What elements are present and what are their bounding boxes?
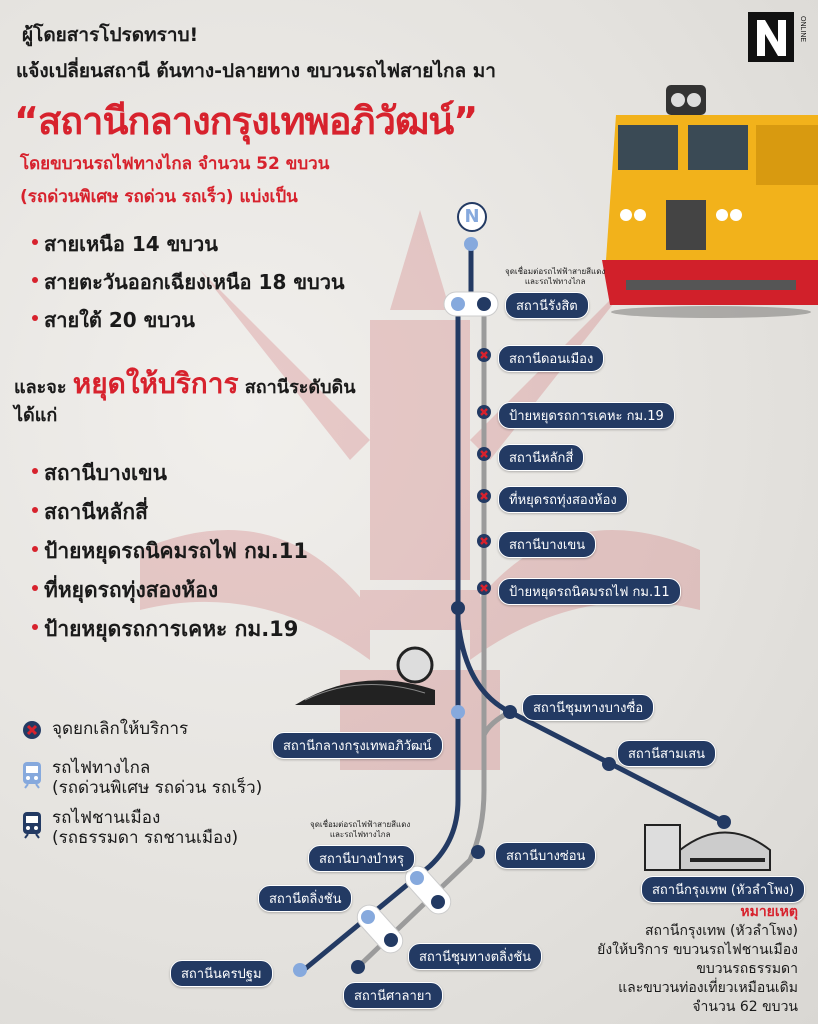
station-label-bang-son[interactable]: สถานีบางซ่อน bbox=[495, 842, 597, 869]
notice-line2: ได้แก่ bbox=[14, 405, 58, 426]
station-label-bang-khen[interactable]: สถานีบางเขน bbox=[498, 531, 597, 558]
cancelled-x-icon bbox=[23, 721, 41, 739]
notice-prefix: และจะ bbox=[14, 377, 67, 398]
cancelled-stop-markers bbox=[477, 348, 491, 595]
station-label-bang-sue-junction[interactable]: สถานีชุมทางบางซื่อ bbox=[522, 694, 655, 721]
station-label-rangsit[interactable]: สถานีรังสิต bbox=[505, 292, 589, 319]
closed-station-item: ที่หยุดรถทุ่งสองห้อง bbox=[31, 574, 218, 607]
remark-line: ขบวนรถธรรมดา bbox=[696, 961, 798, 977]
notice-suffix: สถานีระดับดิน bbox=[244, 377, 356, 398]
route-item: สายตะวันออกเฉียงเหนือ 18 ขบวน bbox=[32, 266, 345, 298]
remark-title: หมายเหตุ bbox=[740, 904, 798, 920]
station-label-taling-chan-junction[interactable]: สถานีชุมทางตลิ่งชัน bbox=[408, 943, 543, 970]
n-online-logo: ONLINE bbox=[748, 12, 806, 62]
long-distance-train-icon bbox=[23, 762, 41, 789]
commuter-line-gray bbox=[355, 301, 487, 970]
legend-long-distance-sub: (รถด่วนพิเศษ รถด่วน รถเร็ว) bbox=[52, 778, 263, 798]
station-label-km19[interactable]: ป้ายหยุดรถการเคหะ กม.19 bbox=[498, 402, 675, 429]
commuter-train-icon bbox=[23, 812, 41, 839]
note-line: และรถไฟทางไกล bbox=[524, 277, 586, 286]
legend-cancelled: จุดยกเลิกให้บริการ bbox=[52, 719, 189, 739]
remark-line: จำนวน 62 ขบวน bbox=[692, 999, 798, 1015]
svg-text:ONLINE: ONLINE bbox=[799, 16, 806, 42]
station-label-lak-si[interactable]: สถานีหลักสี่ bbox=[498, 444, 585, 471]
note-line: จุดเชื่อมต่อรถไฟฟ้าสายสีแดง bbox=[505, 267, 606, 276]
station-dot bbox=[464, 237, 478, 251]
connection-note-rangsit: จุดเชื่อมต่อรถไฟฟ้าสายสีแดงและรถไฟทางไกล bbox=[505, 267, 605, 287]
north-compass-icon: N bbox=[457, 202, 487, 232]
closed-station-item: สถานีบางเขน bbox=[32, 457, 167, 490]
legend-long-distance: รถไฟทางไกล bbox=[52, 758, 151, 778]
station-label-nakhon-pathom[interactable]: สถานีนครปฐม bbox=[170, 960, 273, 987]
station-label-taling-chan[interactable]: สถานีตลิ่งชัน bbox=[258, 885, 353, 912]
closed-station-item: สถานีหลักสี่ bbox=[32, 496, 148, 529]
station-label-sam-sen[interactable]: สถานีสามเสน bbox=[617, 740, 717, 767]
note-line: และรถไฟทางไกล bbox=[329, 830, 391, 839]
locomotive-image bbox=[602, 85, 818, 318]
train-types: (รถด่วนพิเศษ รถด่วน รถเร็ว) แบ่งเป็น bbox=[20, 187, 298, 207]
legend-commuter-sub: (รถธรรมดา รถชานเมือง) bbox=[52, 828, 239, 848]
train-count: โดยขบวนรถไฟทางไกล จำนวน 52 ขบวน bbox=[20, 154, 330, 174]
route-item: สายเหนือ 14 ขบวน bbox=[32, 228, 218, 260]
notice-heading: ผู้โดยสารโปรดทราบ! bbox=[22, 24, 199, 46]
long-distance-line bbox=[297, 301, 461, 976]
krung-thep-aphiwat-illustration bbox=[295, 646, 435, 705]
remark-line: สถานีกรุงเทพ (หัวลำโพง) bbox=[644, 923, 798, 939]
connection-note-bang-bamru: จุดเชื่อมต่อรถไฟฟ้าสายสีแดงและรถไฟทางไกล bbox=[310, 820, 410, 840]
station-label-thung-song-hong[interactable]: ที่หยุดรถทุ่งสองห้อง bbox=[498, 486, 628, 513]
station-label-don-mueang[interactable]: สถานีดอนเมือง bbox=[498, 345, 605, 372]
remark-body: สถานีกรุงเทพ (หัวลำโพง) ยังให้บริการ ขบว… bbox=[597, 922, 798, 1017]
notice-subheading: แจ้งเปลี่ยนสถานี ต้นทาง-ปลายทาง ขบวนรถไฟ… bbox=[16, 60, 496, 82]
station-label-sala-ya[interactable]: สถานีศาลายา bbox=[343, 982, 443, 1009]
closed-station-item: ป้ายหยุดรถการเคหะ กม.19 bbox=[31, 613, 298, 646]
legend-commuter: รถไฟชานเมือง bbox=[52, 808, 161, 828]
route-item: สายใต้ 20 ขบวน bbox=[32, 304, 195, 336]
closed-station-item: ป้ายหยุดรถนิคมรถไฟ กม.11 bbox=[32, 535, 308, 568]
hua-lamphong-illustration bbox=[644, 824, 771, 871]
notice-emphasis: หยุดให้บริการ bbox=[72, 367, 239, 400]
station-label-hua-lamphong[interactable]: สถานีกรุงเทพ (หัวลำโพง) bbox=[641, 876, 806, 903]
remark-line: ยังให้บริการ ขบวนรถไฟชานเมือง bbox=[597, 942, 798, 958]
headline-station: “สถานีกลางกรุงเทพอภิวัฒน์” bbox=[14, 99, 478, 143]
station-label-krung-thep-aphiwat[interactable]: สถานีกลางกรุงเทพอภิวัฒน์ bbox=[272, 732, 443, 759]
note-line: จุดเชื่อมต่อรถไฟฟ้าสายสีแดง bbox=[310, 820, 411, 829]
station-label-km11[interactable]: ป้ายหยุดรถนิคมรถไฟ กม.11 bbox=[498, 578, 681, 605]
stop-service-notice: และจะ หยุดให้บริการ สถานีระดับดิน bbox=[14, 362, 356, 406]
remark-line: และขบวนท่องเที่ยวเหมือนเดิม bbox=[618, 980, 798, 996]
station-label-bang-bamru[interactable]: สถานีบางบำหรุ bbox=[308, 845, 415, 872]
